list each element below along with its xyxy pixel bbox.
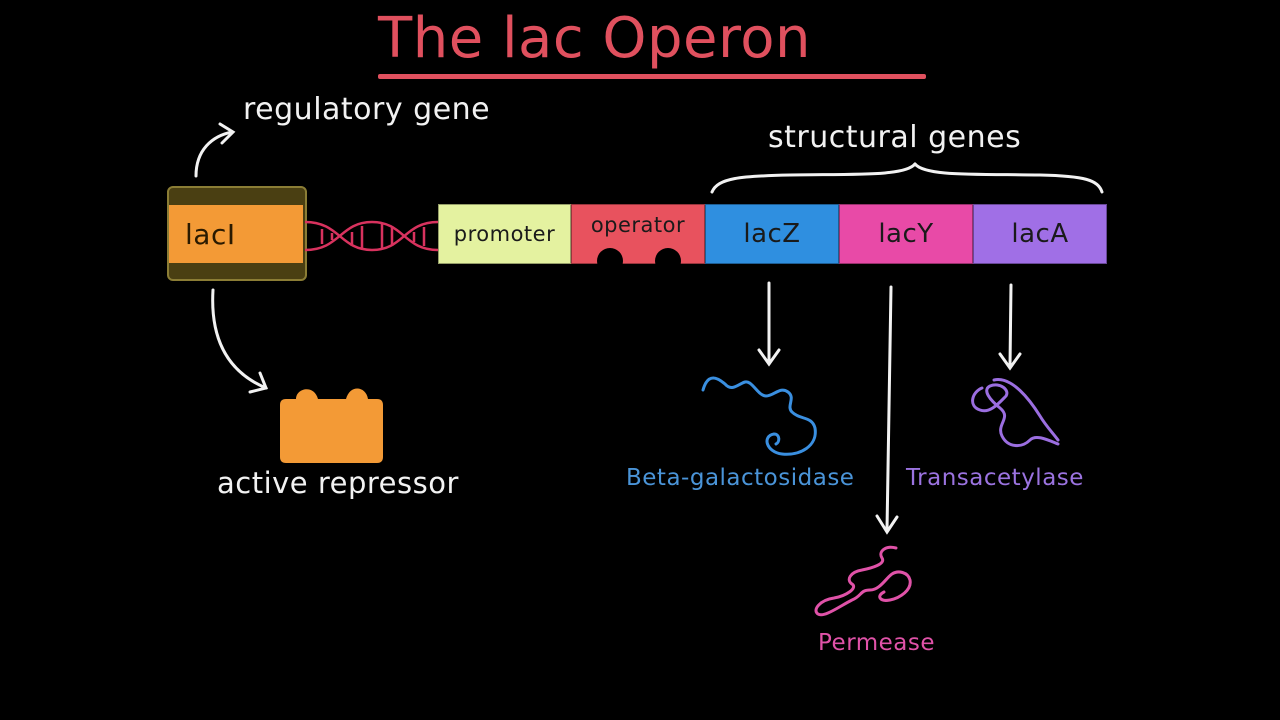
operator-region: operator [571, 204, 705, 264]
promoter-region: promoter [438, 204, 571, 264]
beta-galactosidase-protein-icon [701, 376, 817, 456]
structural-brace-icon [710, 162, 1104, 194]
lacz-arrow-icon [757, 281, 781, 367]
operator-binding-notch [655, 248, 681, 274]
regulatory-arrow-icon [194, 122, 236, 178]
structural-genes-label: structural genes [768, 120, 1022, 155]
permease-label: Permease [818, 630, 936, 656]
dna-helix-icon [304, 220, 439, 252]
transacetylase-label: Transacetylase [906, 465, 1084, 491]
operator-binding-notch [597, 248, 623, 274]
lacy-arrow-icon [875, 285, 899, 535]
repressor-protein-icon [280, 388, 383, 463]
title-underline [378, 74, 926, 79]
active-repressor-label: active repressor [217, 466, 459, 500]
lacy-gene: lacY [839, 204, 973, 264]
regulatory-gene-label: regulatory gene [243, 92, 491, 127]
repressor-arrow-icon [211, 288, 269, 394]
laca-arrow-icon [998, 283, 1022, 371]
laci-gene: lacI [169, 205, 303, 263]
transacetylase-protein-icon [971, 378, 1060, 447]
laca-gene: lacA [973, 204, 1107, 264]
permease-protein-icon [814, 545, 912, 617]
diagram-title: The lac Operon [378, 6, 812, 71]
lacz-gene: lacZ [705, 204, 839, 264]
beta-galactosidase-label: Beta-galactosidase [626, 465, 855, 491]
